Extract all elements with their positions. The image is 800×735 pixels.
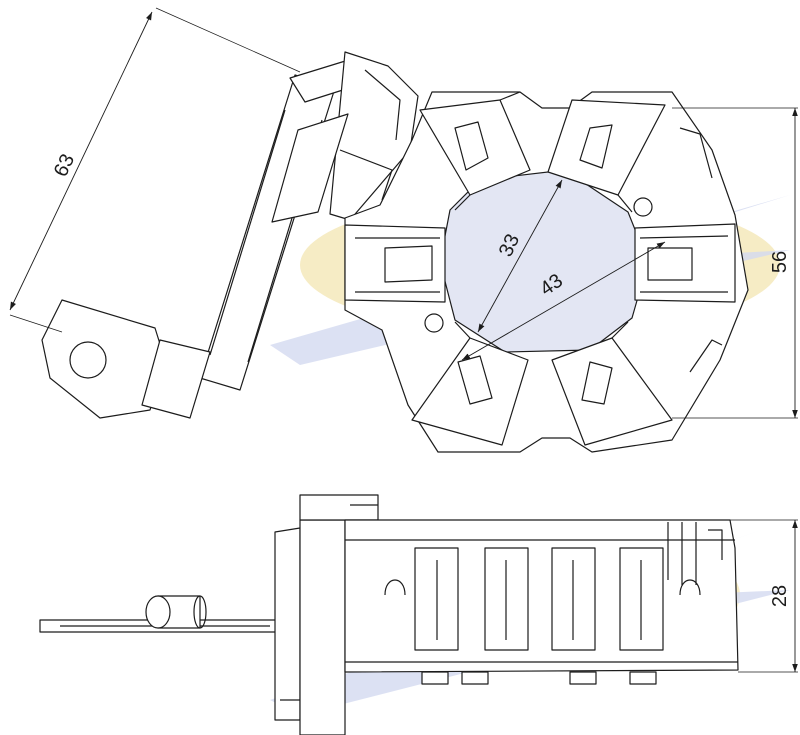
mounting-hole-upper [633,197,653,217]
brush-holder-side-view [39,494,739,735]
brush-pocket-lower-right [551,321,673,446]
dimension-28: 28 [730,519,798,673]
dimension-56: 56 [672,107,798,419]
mounting-hole-lower [424,313,444,333]
brush-pocket-right [634,223,736,303]
dimension-56-label: 56 [769,251,791,273]
brush-pocket-upper-left [419,91,531,211]
brush-pocket-upper-right [547,99,666,213]
terminal-tab-top-view [41,51,419,419]
dimension-63-label: 63 [50,151,79,180]
dimension-28-label: 28 [769,585,791,607]
brush-pocket-left [344,224,446,303]
